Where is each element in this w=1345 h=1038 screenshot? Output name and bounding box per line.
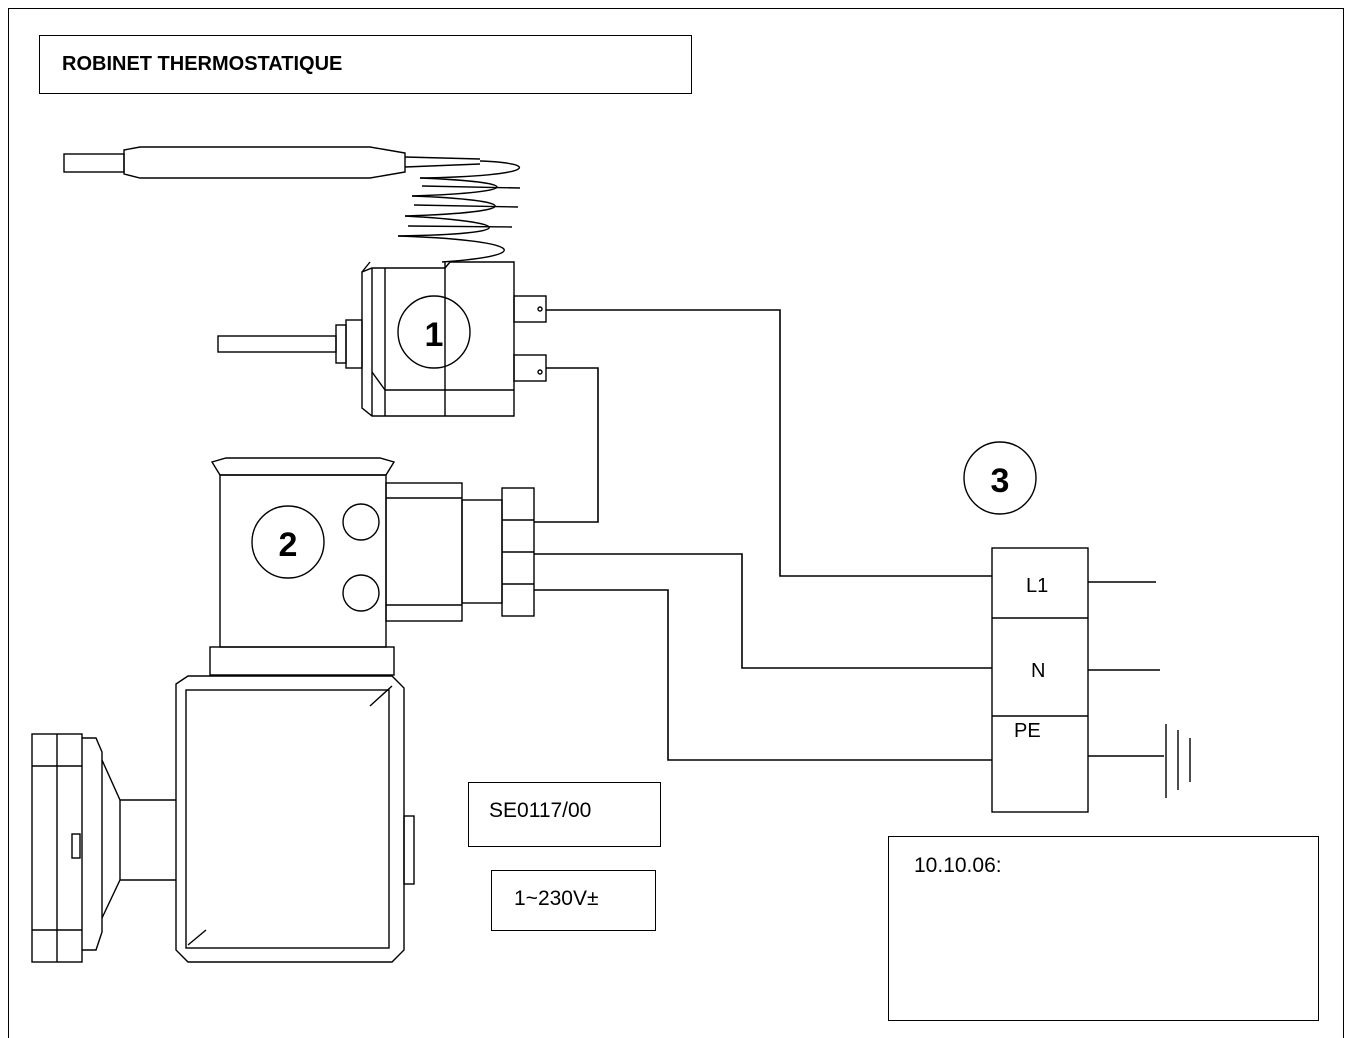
terminal-block [991, 547, 1191, 813]
component-3-label: 3 [991, 462, 1010, 500]
revision-note: 10.10.06: [914, 854, 1002, 877]
voltage-box: 1~230V± [491, 870, 656, 931]
capillary-coil [397, 160, 521, 263]
valve-coil [175, 675, 415, 963]
component-1-label: 1 [425, 316, 444, 354]
valve-body [31, 733, 176, 963]
thermostat-bulb [63, 146, 481, 179]
title-block: ROBINET THERMOSTATIQUE [39, 35, 692, 94]
thermostat-body [217, 261, 547, 417]
wires [534, 309, 992, 761]
terminal-l1-label: L1 [1026, 575, 1048, 597]
component-2-label: 2 [279, 526, 298, 564]
component-3-circle [963, 441, 1037, 515]
reference-box: SE0117/00 [468, 782, 661, 847]
reference-code: SE0117/00 [489, 799, 592, 822]
drawing-frame [8, 8, 1344, 1038]
terminal-n-label: N [1031, 660, 1045, 682]
component-1-circle [397, 295, 471, 369]
revision-note-box: 10.10.06: [888, 836, 1319, 1021]
valve-connector [209, 457, 535, 676]
voltage-label: 1~230V± [514, 887, 599, 910]
component-2-circle [251, 505, 325, 579]
diagram-title: ROBINET THERMOSTATIQUE [62, 53, 343, 75]
terminal-pe-label: PE [1014, 720, 1041, 742]
